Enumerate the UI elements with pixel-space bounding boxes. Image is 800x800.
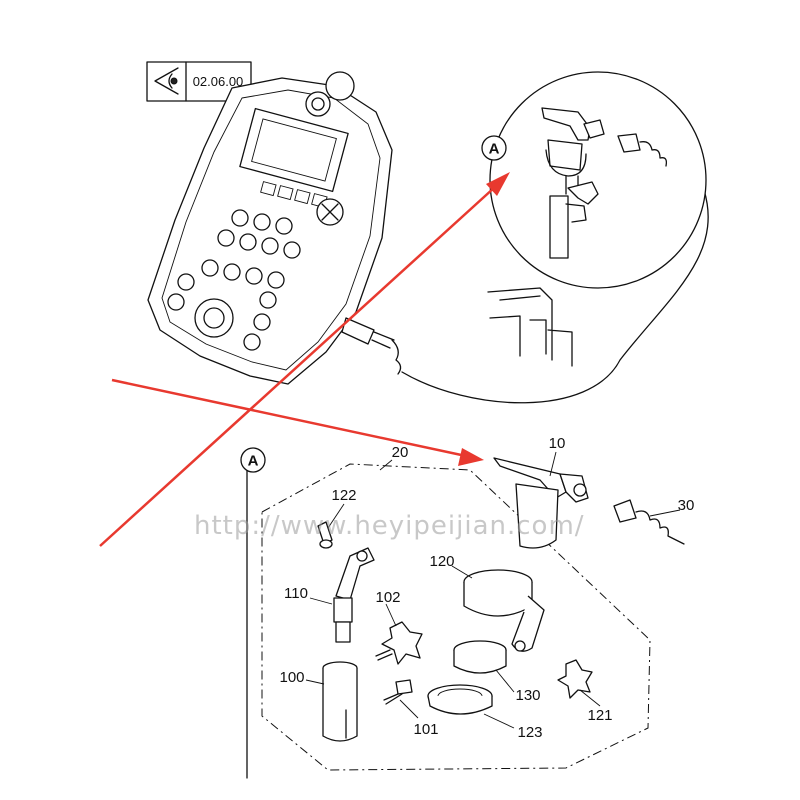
callout-main: A [240,447,266,473]
part-130-sleeve [453,640,507,674]
part-label: 120 [429,553,454,570]
part-110-clamp [333,547,375,643]
part-label: 10 [549,435,566,452]
part-label: 30 [678,497,695,514]
part-label: 121 [587,707,612,724]
pendant-controller [147,71,402,385]
callout-detail: A [481,135,507,161]
part-120-collar [463,569,545,652]
red-arrow-to-holder [111,378,467,458]
reference-code: 02.06.00 [193,74,244,89]
part-122-screw [317,521,333,549]
view-frame-line [246,449,251,779]
svg-text:A: A [489,141,500,158]
part-10-holder [493,457,589,549]
part-label: 100 [279,669,304,686]
part-102-star-knob [375,621,423,665]
part-label: 101 [413,721,438,738]
leader-lines [305,451,681,729]
part-30-connector [613,499,685,545]
red-arrow-to-detail [99,186,496,547]
arrow-head-icon [458,448,484,466]
reference-box: 02.06.00 [146,61,252,102]
part-100-post [322,661,358,742]
part-label: 123 [517,724,542,741]
eye-view-icon [154,67,179,95]
part-label: 20 [392,444,409,461]
part-label: 130 [515,687,540,704]
annotation-arrows [99,172,510,547]
watermark: http://www.heyipeijian.com/ [194,511,585,541]
part-label: 122 [331,487,356,504]
arrow-head-icon [486,172,510,196]
detail-view [487,71,707,367]
svg-text:A: A [248,453,259,470]
part-123-base [427,684,493,715]
part-label: 110 [284,585,308,602]
assembly-20-boundary [261,463,651,771]
part-121-star-knob [557,659,593,699]
part-label: 102 [375,589,400,606]
part-labels: 10 20 30 100 101 102 110 120 121 122 123… [279,435,694,741]
part-101-bolt [383,679,413,705]
